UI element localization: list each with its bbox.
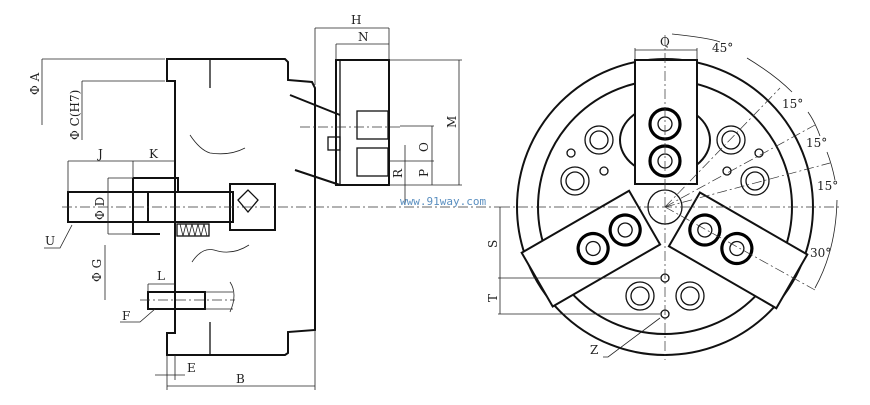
dim-label-a: Φ A (28, 72, 42, 95)
dim-label-f: F (122, 309, 130, 323)
jaw-screw-top (356, 110, 389, 140)
front-view: Q 45° 15° 15° 15° 30° S T Z (486, 33, 840, 360)
angle-label-30: 30° (810, 246, 831, 260)
break-line (189, 134, 246, 155)
side-view: H N Φ A Φ C(H7) M O P R J K Φ D U Φ G L … (28, 13, 500, 390)
break-line (191, 244, 250, 263)
wedge-line (289, 94, 341, 116)
angle-line-30 (664, 206, 816, 291)
dim-label-b: B (236, 372, 245, 386)
angle-arcs (671, 33, 838, 289)
lower-right-jaw (667, 191, 809, 310)
dim-label-e: E (187, 361, 196, 375)
jaw-block (335, 59, 390, 186)
mounting-bolt (147, 291, 206, 310)
dim-label-n: N (358, 30, 369, 44)
dim-label-o: O (417, 142, 431, 152)
dimension-lines (41, 27, 462, 390)
dim-label-s: S (486, 240, 500, 248)
angle-label-15-second: 15° (806, 136, 827, 150)
dim-label-l: L (157, 269, 165, 283)
dim-label-g: Φ G (90, 259, 104, 282)
angle-line-45 (664, 87, 781, 208)
jaw-key (327, 136, 341, 151)
angle-label-45: 45° (712, 41, 733, 55)
dim-label-h: H (351, 13, 361, 27)
bolt-break (205, 281, 235, 313)
dim-label-c: Φ C(H7) (68, 90, 82, 140)
spring-coil (179, 223, 208, 237)
wedge-line (294, 169, 341, 186)
angle-line-15a (664, 124, 816, 208)
top-jaw (634, 59, 698, 185)
front-dimension-lines (498, 48, 698, 358)
spring (176, 223, 210, 237)
dim-label-z: Z (590, 343, 598, 357)
lower-left-jaw (520, 189, 662, 308)
dim-label-p: P (417, 169, 431, 177)
dim-label-q: Q (660, 35, 670, 49)
dim-label-d: Φ D (93, 197, 107, 220)
dim-label-t: T (486, 294, 500, 302)
watermark: www.91way.com (400, 195, 486, 208)
dim-label-r: R (391, 168, 405, 178)
dim-label-u: U (45, 234, 55, 248)
angle-line-15b (664, 162, 831, 208)
dim-label-j: J (96, 147, 103, 161)
dim-label-m: M (445, 116, 459, 128)
angle-label-15-third: 15° (817, 179, 838, 193)
jaw-screw-bottom (356, 147, 389, 177)
dim-label-k: K (149, 147, 159, 161)
angle-label-15-first: 15° (782, 97, 803, 111)
bush-outline (132, 177, 179, 235)
hex-socket (237, 189, 259, 214)
